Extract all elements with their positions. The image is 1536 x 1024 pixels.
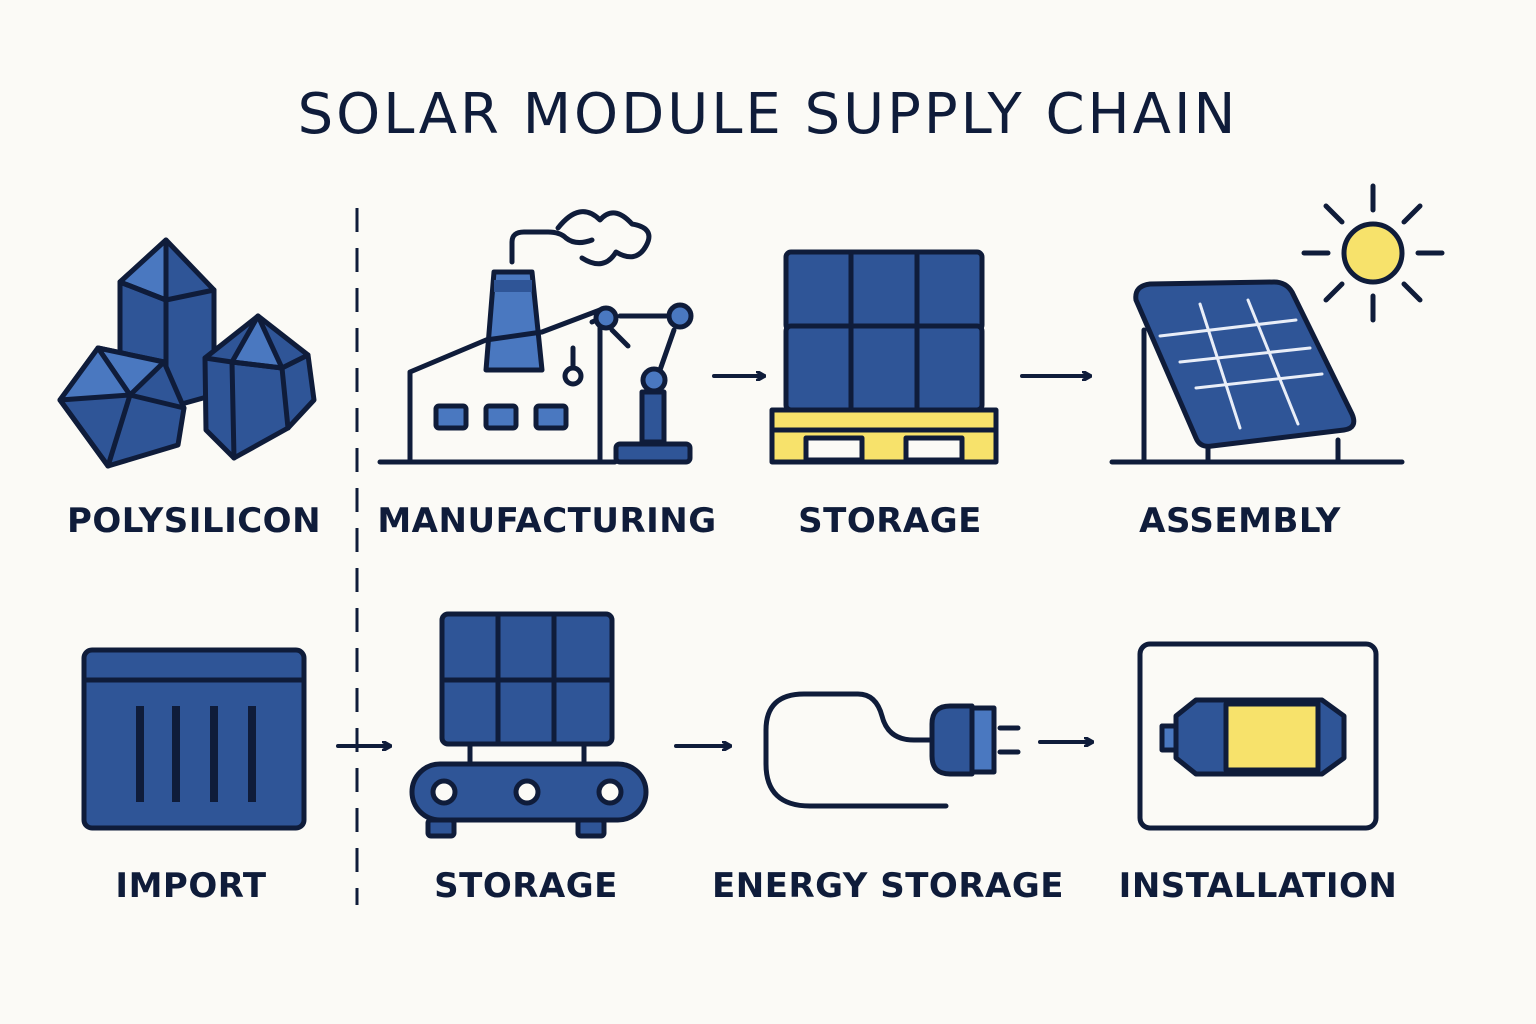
sun-icon	[1301, 183, 1445, 323]
label-assembly: ASSEMBLY	[1139, 501, 1341, 541]
label-polysilicon: POLYSILICON	[66, 501, 322, 541]
label-storage-top: STORAGE	[798, 501, 982, 541]
crystals-icon	[57, 237, 317, 469]
label-installation: INSTALLATION	[1118, 866, 1398, 906]
label-energy-storage: ENERGY STORAGE	[712, 866, 1064, 906]
flow-arrows	[336, 376, 1094, 746]
label-storage-bottom: STORAGE	[434, 866, 618, 906]
battery-icon	[1137, 641, 1379, 831]
diagram-title: SOLAR MODULE SUPPLY CHAIN	[297, 82, 1239, 147]
solar-panel-icon	[1109, 279, 1405, 465]
plug-icon	[763, 691, 1021, 809]
conveyor-icon	[409, 611, 649, 839]
label-import: IMPORT	[115, 866, 267, 906]
pallet-icon	[769, 249, 999, 465]
container-icon	[81, 647, 307, 831]
label-manufacturing: MANUFACTURING	[377, 501, 717, 541]
factory-icon	[377, 209, 694, 465]
